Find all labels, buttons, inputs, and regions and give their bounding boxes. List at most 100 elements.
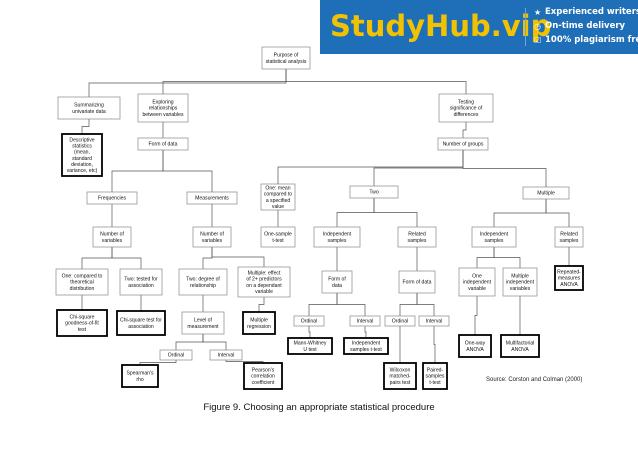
flow-connector — [258, 297, 265, 312]
flow-connector — [211, 247, 265, 267]
decision-node-box — [178, 268, 228, 296]
terminal-node-box — [500, 334, 540, 358]
decision-node-box — [261, 46, 311, 70]
decision-node-box — [86, 191, 138, 205]
terminal-node-box — [56, 309, 108, 337]
flow-node-label: Multifactorial — [506, 341, 535, 347]
flow-connector — [285, 69, 467, 94]
flow-node-label: samples — [426, 374, 445, 380]
flow-connector — [373, 198, 418, 227]
decision-node-box — [321, 270, 353, 294]
decision-node-box — [237, 266, 291, 298]
banner-feature-text: On-time delivery — [545, 21, 626, 31]
flow-node-label: Repeated- — [557, 270, 581, 276]
flow-node-label: on a dependant — [246, 283, 282, 289]
flow-node-label: coefficient — [252, 380, 275, 386]
flow-node-label: variables — [102, 238, 123, 244]
flow-node-interval-2: Interval — [418, 315, 450, 327]
flow-node-label: relationship — [190, 283, 216, 289]
flow-node-label: variable — [255, 289, 273, 295]
flow-node-label: of 2+ predictors — [246, 277, 282, 283]
flow-connector — [545, 199, 570, 227]
flow-connector — [308, 326, 311, 338]
flow-node-label: Testing — [458, 100, 474, 106]
studyhub-logo[interactable]: StudyHub.vip — [330, 9, 552, 43]
terminal-node-box — [116, 310, 166, 336]
flow-node-frequencies: Frequencies — [86, 191, 138, 205]
flow-node-label: measures — [558, 276, 581, 282]
source-note: Source: Corston and Colman (2000) — [486, 377, 583, 383]
flow-node-ordinal-2: Ordinal — [384, 315, 416, 327]
flow-node-label: Two — [369, 190, 379, 196]
flow-node-label: data — [332, 283, 342, 289]
flow-node-label: Independent — [480, 232, 509, 238]
banner-feature: ★ Experienced writers — [534, 5, 638, 19]
flow-node-label: One: compared to — [62, 274, 103, 280]
flow-node-label: variables — [202, 238, 223, 244]
banner-divider — [525, 8, 526, 46]
flow-node-label: Wilcoxon — [390, 368, 411, 374]
flow-node-form-of-data-3: Form of data — [398, 270, 436, 294]
flow-connector — [433, 326, 436, 363]
flow-node-label: ANOVA — [466, 347, 484, 353]
flow-node-label: One-sample — [264, 232, 292, 238]
flow-node-label: Level of — [194, 318, 212, 324]
decision-node-box — [55, 268, 109, 296]
flow-node-label: samples — [328, 238, 347, 244]
terminal-node-box — [554, 265, 584, 291]
flow-node-label: samples — [408, 238, 427, 244]
decision-node-box — [186, 191, 238, 205]
banner-feature: ◷ On-time delivery — [534, 19, 638, 33]
flow-node-label: Mann-Whitney — [294, 341, 327, 347]
flow-node-label: ANOVA — [560, 282, 578, 288]
flow-node-label: univariate data — [72, 109, 106, 115]
banner-feature: ☑ 100% plagiarism free — [534, 33, 638, 47]
decision-node-box — [119, 268, 163, 296]
flow-node-label: Ordinal — [392, 319, 408, 325]
decision-node-box — [159, 349, 193, 361]
terminal-node-box — [287, 337, 333, 355]
studyhub-banner[interactable]: StudyHub.vip ★ Experienced writers ◷ On-… — [320, 0, 638, 54]
decision-node-box — [384, 315, 416, 327]
flow-node-label: rho — [136, 377, 144, 383]
decision-node-box — [92, 226, 132, 248]
flow-node-label: Two: tested for — [124, 277, 158, 283]
flow-node-label: Chi-square test for — [120, 318, 162, 324]
flow-node-label: One — [472, 274, 482, 280]
decision-node-box — [192, 226, 232, 248]
flow-node-label: Interval — [426, 319, 443, 325]
flow-connector — [175, 334, 204, 350]
decision-node-box — [502, 267, 538, 297]
flow-node-label: matched- — [389, 374, 411, 380]
flow-node-interval-1: Interval — [349, 315, 381, 327]
flow-connector — [111, 247, 142, 269]
flow-node-label: Spearman's — [126, 371, 153, 377]
terminal-node-box — [343, 337, 389, 355]
clock-icon: ◷ — [534, 21, 541, 31]
flow-node-label: between variables — [142, 112, 184, 118]
decision-node-box — [554, 226, 584, 248]
terminal-node-box — [243, 362, 283, 390]
flow-node-label: test — [78, 327, 87, 333]
flow-node-label: Ordinal — [301, 319, 317, 325]
terminal-node-box — [242, 311, 276, 335]
decision-node-box — [471, 226, 517, 248]
